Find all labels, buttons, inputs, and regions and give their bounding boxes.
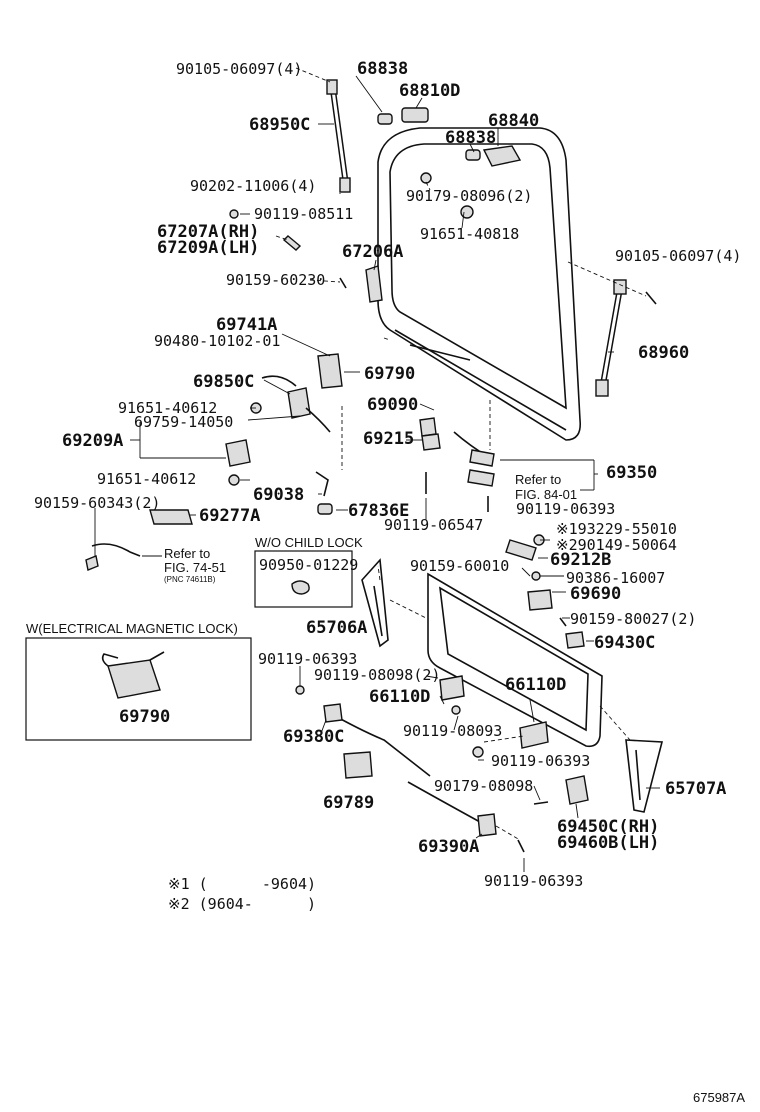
- label-90105-06097-b: 90105-06097(4): [615, 247, 741, 265]
- part-labels: 90105-06097(4) 68838 68810D 68950C 68840…: [26, 59, 745, 1105]
- label-66110d-b: 66110D: [505, 675, 566, 695]
- magnetic-lock-part: [101, 651, 165, 699]
- latch-rods: [419, 417, 495, 512]
- label-91651-40818: 91651-40818: [420, 225, 519, 243]
- gas-strut-68960: [595, 279, 627, 397]
- label-90202-11006: 90202-11006(4): [190, 177, 316, 195]
- label-68960: 68960: [638, 343, 689, 363]
- cap-90950-01229: [291, 580, 310, 595]
- hinge-parts: [377, 107, 522, 219]
- label-67209a-lh: 67209A(LH): [157, 238, 259, 258]
- upper-back-door-frame: [377, 127, 582, 441]
- label-69038: 69038: [253, 485, 304, 505]
- label-90119-06393-d: 90119-06393: [484, 872, 583, 890]
- label-67206a: 67206A: [342, 242, 403, 262]
- label-65707a: 65707A: [665, 779, 726, 799]
- label-69390a: 69390A: [418, 837, 479, 857]
- label-68838: 68838: [357, 59, 408, 79]
- illustration-number: 675987A: [693, 1090, 745, 1105]
- label-90179-08096: 90179-08096(2): [406, 187, 532, 205]
- cover-69789: [343, 751, 373, 779]
- label-90119-08098: 90119-08098(2): [314, 666, 440, 684]
- leader-lines: [94, 67, 660, 872]
- label-69212b: 69212B: [550, 550, 611, 570]
- label-90119-08511: 90119-08511: [254, 205, 353, 223]
- lower-latch-parts: [505, 534, 585, 649]
- handle-parts: [85, 471, 333, 571]
- fig-74-51-label: FIG. 74-51: [164, 560, 226, 575]
- stay-65707a: [625, 739, 664, 813]
- label-90179-08098: 90179-08098: [434, 777, 533, 795]
- label-90159-60230: 90159-60230: [226, 271, 325, 289]
- label-69350: 69350: [606, 463, 657, 483]
- footnote-2: ※2 (9604- ): [168, 895, 316, 913]
- label-91651-40612: 91651-40612: [118, 399, 217, 417]
- label-67836e: 67836E: [348, 501, 409, 521]
- label-90105-06097: 90105-06097(4): [176, 60, 302, 78]
- pnc-74611b-label: (PNC 74611B): [164, 575, 216, 584]
- upper-fasteners: [229, 209, 657, 305]
- wo-child-lock-title: W/O CHILD LOCK: [255, 535, 363, 550]
- magnetic-lock-title: W(ELECTRICAL MAGNETIC LOCK): [26, 621, 238, 636]
- label-90480-10102-01: 90480-10102-01: [154, 332, 280, 350]
- label-90159-60343: 90159-60343(2): [34, 494, 160, 512]
- label-93229-55010: ※193229-55010: [556, 520, 677, 538]
- label-90159-80027: 90159-80027(2): [570, 610, 696, 628]
- label-90119-06393-b: 90119-06393: [258, 650, 357, 668]
- label-68950c: 68950C: [249, 115, 310, 135]
- label-68838-b: 68838: [445, 128, 496, 148]
- fig-84-01-label: FIG. 84-01: [515, 487, 577, 502]
- magnetic-lock-box: [25, 637, 252, 741]
- label-69759-14050: 69759-14050: [134, 413, 233, 431]
- lock-assembly: [225, 353, 343, 486]
- label-90119-08093: 90119-08093: [403, 722, 502, 740]
- label-65706a: 65706A: [306, 618, 367, 638]
- label-69090: 69090: [367, 395, 418, 415]
- label-69380c: 69380C: [283, 727, 344, 747]
- refer-to-74-label: Refer to: [164, 546, 210, 561]
- lower-hinges: [439, 675, 549, 758]
- label-90119-06393-c: 90119-06393: [491, 752, 590, 770]
- wo-child-lock-box: [254, 550, 353, 608]
- label-69790-magnetic: 69790: [119, 707, 170, 727]
- label-69789: 69789: [323, 793, 374, 813]
- label-69430c: 69430C: [594, 633, 655, 653]
- label-90119-06393: 90119-06393: [516, 500, 615, 518]
- control-rods: [295, 685, 525, 853]
- label-90119-06547: 90119-06547: [384, 516, 483, 534]
- label-69215: 69215: [363, 429, 414, 449]
- label-68810d: 68810D: [399, 81, 460, 101]
- label-90386-16007: 90386-16007: [566, 569, 665, 587]
- label-69209a: 69209A: [62, 431, 123, 451]
- label-69690: 69690: [570, 584, 621, 604]
- label-67207a-rh: 67207A(RH): [157, 222, 259, 242]
- label-69450c-rh: 69450C(RH): [557, 817, 659, 837]
- label-91651-40612-b: 91651-40612: [97, 470, 196, 488]
- refer-to-84-label: Refer to: [515, 472, 561, 487]
- footnote-1: ※1 ( -9604): [168, 875, 316, 893]
- stay-65706a: [361, 558, 389, 648]
- label-66110d: 66110D: [369, 687, 430, 707]
- lower-back-door-panel: [427, 572, 603, 748]
- label-69277a: 69277A: [199, 506, 260, 526]
- gas-strut-68950c: [326, 79, 351, 193]
- label-90950-01229: 90950-01229: [259, 556, 358, 574]
- label-90159-60010: 90159-60010: [410, 557, 509, 575]
- label-90149-50064: ※290149-50064: [556, 536, 677, 554]
- label-69790: 69790: [364, 364, 415, 384]
- label-68840: 68840: [488, 111, 539, 131]
- label-69460b-lh: 69460B(LH): [557, 833, 659, 853]
- label-69850c: 69850C: [193, 372, 254, 392]
- bracket-69450c: [565, 775, 589, 805]
- label-69741a: 69741A: [216, 315, 277, 335]
